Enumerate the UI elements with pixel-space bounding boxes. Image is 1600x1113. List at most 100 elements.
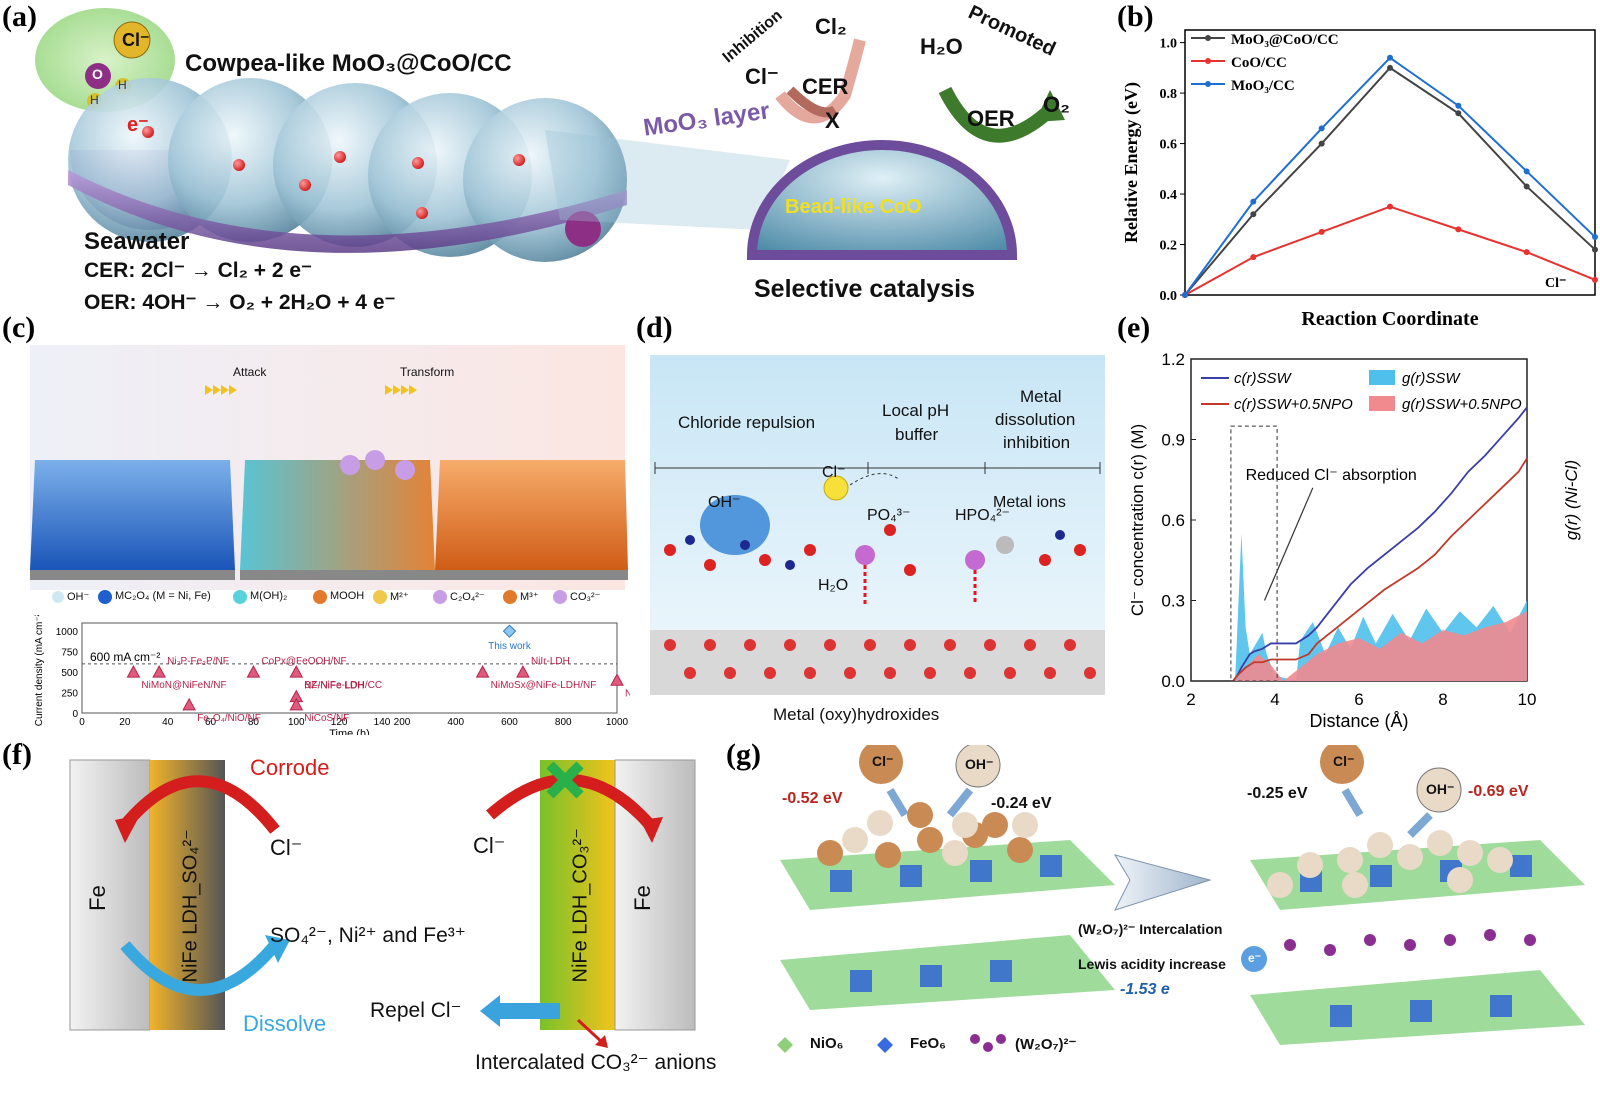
hydroxide-ion (700, 495, 770, 555)
chart-c-point-label: NiIr-LDH (531, 656, 570, 667)
chart-e-xlabel: Distance (Å) (1309, 711, 1408, 731)
chart-e-series-line (1232, 406, 1528, 682)
chart-b-legend-label: CoO/CC (1231, 55, 1287, 71)
chart-c-xtick-label: 20 (119, 717, 131, 728)
metal-label: Metal (1020, 387, 1062, 406)
oxyhydroxide-lattice (650, 630, 1105, 695)
chart-b-legend-label: MoO₃@CoO/CC (1231, 32, 1339, 48)
chart-b-point (1455, 226, 1462, 233)
chart-c-xtick-label: 0 (79, 717, 85, 728)
chart-b-ytick-label: 0.6 (1160, 138, 1178, 153)
legend-oh: OH⁻ (67, 591, 90, 603)
chart-e-xtick-label: 4 (1270, 690, 1279, 709)
chart-b-ytick-label: 0.0 (1160, 289, 1178, 304)
chart-c-point-label: NiFe/NiSx/NF (625, 688, 630, 699)
chart-b-point (1592, 246, 1598, 253)
chart-c-ytick-label: 1000 (56, 627, 79, 638)
corrode-label: Corrode (250, 755, 330, 780)
chart-e-legend-label: g(r)SSW (1402, 370, 1461, 387)
charge-transfer-label: -1.53 e (1120, 981, 1170, 998)
legend-c2o4: C₂O₄²⁻ (450, 591, 485, 603)
chart-b-point (1250, 254, 1257, 261)
oh-d-label: OH⁻ (708, 494, 741, 511)
seawater-label: Seawater (84, 228, 190, 255)
chart-e-annotation: Reduced Cl⁻ absorption (1246, 467, 1417, 484)
chart-e-highlight-box (1230, 425, 1278, 682)
chart-c-point (182, 697, 196, 711)
dissolution-products-label: SO₄²⁻, Ni²⁺ and Fe³⁺ (270, 924, 466, 947)
panel-c: Attack Transform OH⁻ MC₂O₄ (M = Ni, Fe) … (30, 345, 630, 735)
chart-b-ytick-label: 0.4 (1160, 188, 1178, 203)
cl-f-label-1: Cl⁻ (270, 835, 303, 860)
chart-e-xtick-label: 8 (1438, 690, 1447, 709)
chart-c-point (152, 665, 166, 678)
dissolution-label: dissolution (995, 410, 1076, 429)
chart-e-xtick-label: 10 (1518, 690, 1537, 709)
chart-b-annotation: Cl⁻ (1545, 276, 1566, 291)
chart-c-xtick-label: 60 (205, 717, 217, 728)
corrode-arrow (120, 775, 280, 834)
panel-label-e: (e) (1117, 311, 1151, 344)
chart-b-legend-marker (1205, 81, 1211, 87)
chart-b-point (1250, 211, 1257, 218)
chart-b-point (1387, 64, 1393, 71)
energy-cl-left: -0.52 eV (782, 790, 843, 807)
legend-co3: CO₃²⁻ (570, 591, 601, 603)
chart-b-point (1523, 249, 1530, 256)
legend-nio6: NiO₆ (810, 1035, 844, 1052)
chart-b-point (1592, 276, 1598, 283)
phosphate-ion (855, 545, 875, 565)
fe-label-right: Fe (629, 885, 655, 911)
h-atom-label: H (90, 93, 99, 107)
lattice-right (1250, 830, 1585, 1045)
oh-label-right: OH⁻ (1426, 781, 1455, 797)
chart-c-frame (81, 622, 618, 714)
ldh-co3-layer (540, 760, 615, 1030)
legend-feo6: FeO₆ (910, 1035, 946, 1052)
chart-c-ytick-label: 250 (61, 689, 78, 700)
oh-ball-right (1416, 767, 1462, 813)
chart-c-threshold-label: 600 mA cm⁻² (90, 650, 160, 664)
chart-c-point (475, 665, 490, 678)
chart-b-point (1455, 110, 1462, 117)
chart-c-point (610, 673, 624, 686)
panel-a: Cl⁻ O H H e⁻ Cowpea-like MoO₃@CoO/CC Sea… (0, 0, 1120, 310)
chart-c-xtick-label: 800 (555, 717, 572, 728)
chart-c-ytick-label: 750 (61, 648, 78, 659)
chart-c-xtick-label: 140 (374, 717, 391, 728)
chart-e-annotation-arrow (1263, 487, 1314, 601)
chart-b-point (1250, 198, 1257, 205)
chart-c-point-label: Ni₂P-Fe₂P/NF (167, 656, 229, 667)
hpo4-label: HPO₄²⁻ (955, 507, 1010, 524)
chart-e-series-line (1232, 457, 1528, 682)
panel-c-graphic (30, 345, 628, 604)
oh-label-left: OH⁻ (965, 756, 994, 772)
chart-c-point-label: CoPx@FeOOH/NF (261, 656, 346, 667)
rod-bundle-2 (240, 450, 435, 580)
cl-ion-label: Cl⁻ (122, 30, 150, 50)
oh-ball-left (955, 745, 1001, 788)
cl-label-left: Cl⁻ (872, 753, 894, 769)
chart-b-point (1318, 228, 1325, 235)
inhibition-d-label: inhibition (1003, 433, 1071, 452)
cl-ball-left (859, 745, 903, 784)
repel-cl-label: Repel Cl⁻ (370, 999, 462, 1022)
cl-f-label-2: Cl⁻ (473, 833, 506, 858)
h2o-label: H₂O (920, 34, 963, 59)
chart-e-area-gnpo (1235, 611, 1527, 681)
chloride-ion (823, 475, 849, 501)
cer-label: CER (802, 74, 849, 99)
panel-label-g: (g) (726, 738, 761, 771)
cl-d-label: Cl⁻ (822, 464, 846, 481)
chart-b-ytick-label: 1.0 (1160, 37, 1178, 52)
metal-oxyhydroxides-label: Metal (oxy)hydroxides (773, 705, 940, 724)
chart-b-ylabel: Relative Energy (eV) (1121, 82, 1142, 243)
chart-c-xtick-label: 200 (394, 717, 411, 728)
chart-e-ytick-label: 0.6 (1161, 511, 1185, 530)
chart-b-point (1523, 168, 1530, 175)
chart-c-point (126, 665, 141, 678)
chart-b-point (1387, 203, 1393, 210)
